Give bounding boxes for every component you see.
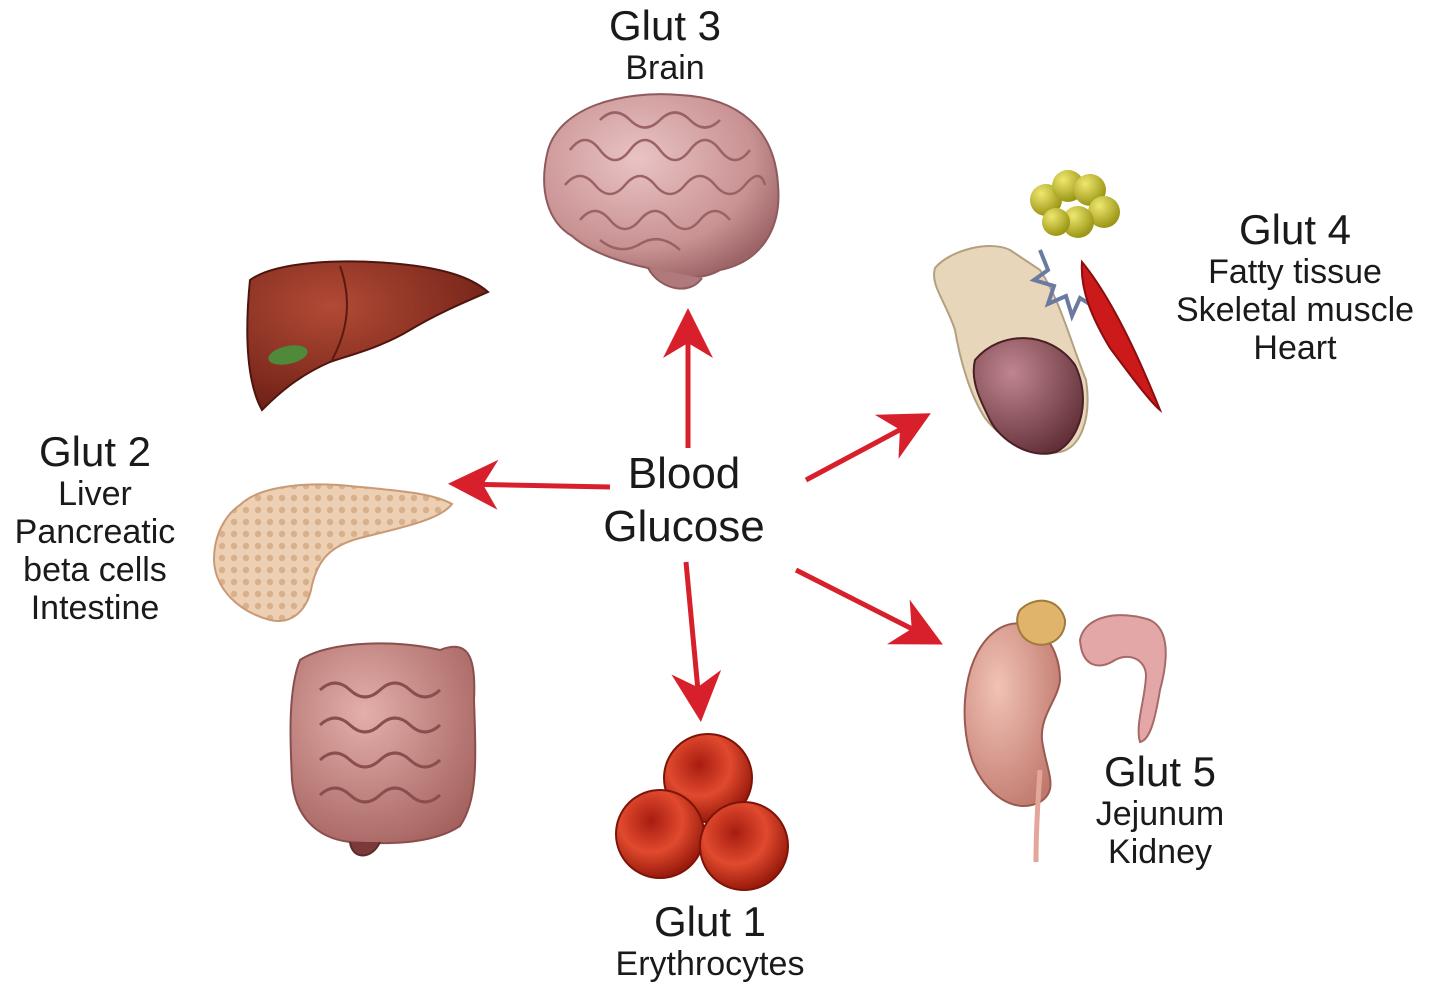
arrow-to-glut1 <box>671 561 722 722</box>
fat-tissue-icon <box>1030 170 1120 238</box>
center-line-1: Blood <box>627 449 741 498</box>
transporter-name: Glut 5 <box>1103 748 1217 795</box>
tissue-label: Jejunum <box>1095 795 1225 834</box>
tissue-label: Fatty tissue <box>1208 253 1382 292</box>
arrow-to-glut5 <box>794 567 943 645</box>
transporter-name: Glut 2 <box>38 428 152 475</box>
liver-icon <box>246 260 490 412</box>
blood-glucose-label: Blood Glucose <box>584 448 784 554</box>
glut3-label: Glut 3 Brain <box>565 2 765 87</box>
tissue-label: Liver <box>58 475 132 514</box>
tissue-label: beta cells <box>23 551 167 590</box>
erythrocytes-icon <box>615 733 789 891</box>
arrows <box>448 308 943 722</box>
brain-icon <box>543 93 780 290</box>
arrow-to-glut2 <box>448 459 611 510</box>
jejunum-icon <box>1078 614 1167 744</box>
tissue-label: Heart <box>1253 329 1337 368</box>
arrow-to-glut4 <box>804 413 931 483</box>
tissue-label: Pancreatic <box>14 513 176 552</box>
transporter-name: Glut 4 <box>1238 206 1352 253</box>
pancreas-icon <box>212 483 454 622</box>
glut1-label: Glut 1 Erythrocytes <box>560 898 860 983</box>
tissue-label: Skeletal muscle <box>1175 291 1415 330</box>
kidney-icon <box>963 599 1067 863</box>
skeletal-muscle-icon <box>1080 259 1163 414</box>
tissue-label: Intestine <box>30 589 160 628</box>
intestine-icon <box>289 642 477 857</box>
glut4-label: Glut 4 Fatty tissue Skeletal muscle Hear… <box>1140 206 1440 367</box>
transporter-name: Glut 3 <box>608 2 722 49</box>
glut2-label: Glut 2 Liver Pancreatic beta cells Intes… <box>0 428 200 627</box>
glut5-label: Glut 5 Jejunum Kidney <box>1060 748 1260 871</box>
tissue-label: Erythrocytes <box>615 945 805 984</box>
transporter-name: Glut 1 <box>653 898 767 945</box>
tissue-label: Brain <box>625 49 705 88</box>
center-line-2: Glucose <box>603 501 765 551</box>
tissue-label: Kidney <box>1108 833 1212 872</box>
heart-icon <box>933 245 1100 455</box>
